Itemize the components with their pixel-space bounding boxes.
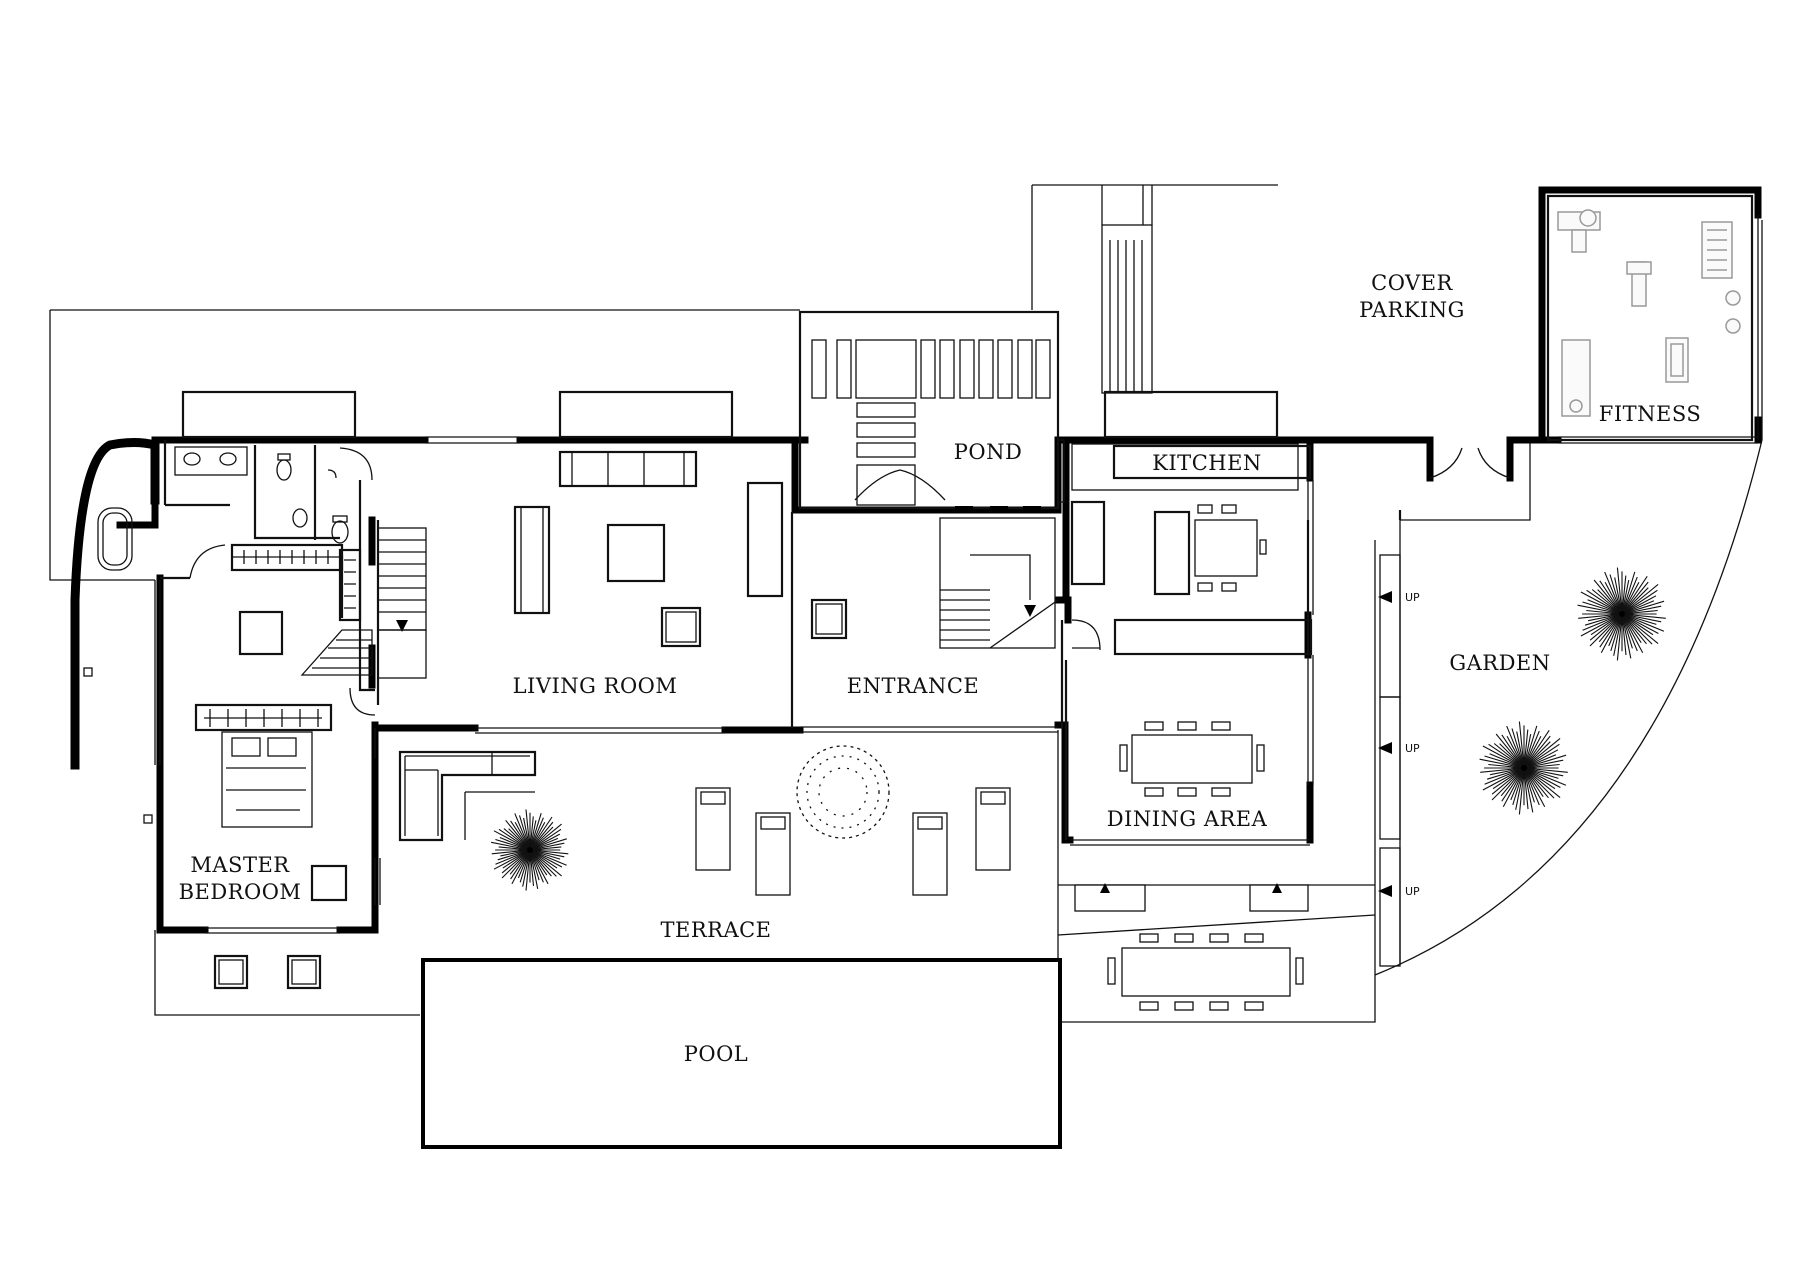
doors — [189, 447, 1511, 716]
palm-tree-icon — [1577, 567, 1666, 661]
label-fitness: FITNESS — [1599, 402, 1701, 426]
up-label: UP — [1405, 885, 1420, 898]
label-living-room: LIVING ROOM — [513, 674, 678, 698]
up-label: UP — [1405, 591, 1420, 604]
label-kitchen: KITCHEN — [1152, 451, 1262, 475]
label-pond: POND — [954, 440, 1023, 464]
roof-planters — [181, 390, 1279, 439]
windows — [154, 215, 1759, 934]
palm-tree-icon — [490, 809, 569, 891]
label-master-bedroom: MASTER — [190, 853, 290, 877]
label-pool: POOL — [684, 1042, 749, 1066]
label-terrace: TERRACE — [660, 918, 771, 942]
bedroom-terrace-stools — [213, 954, 322, 990]
fitness-equipment — [1546, 194, 1754, 442]
entrance-furniture — [810, 517, 1059, 649]
label-master-bedroom-2: BEDROOM — [179, 880, 302, 904]
master-bedroom-furniture — [194, 610, 348, 902]
stair-up-labels: UP UP UP — [1405, 591, 1420, 898]
terrace-furniture — [374, 728, 1059, 935]
wall-markers — [83, 667, 153, 824]
palm-trees — [490, 567, 1666, 891]
interior-stairs — [300, 527, 427, 679]
outdoor-dining — [1074, 883, 1309, 1011]
label-dining-area: DINING AREA — [1107, 807, 1268, 831]
closet — [230, 543, 344, 572]
living-room-furniture — [513, 450, 784, 648]
exterior-stairs — [1101, 185, 1153, 394]
pool — [421, 958, 1062, 1149]
label-cover-parking: COVER — [1371, 271, 1453, 295]
bathroom-fixtures — [97, 446, 349, 571]
kitchen-furniture — [1070, 443, 1313, 656]
pond — [798, 310, 1065, 512]
room-labels: COVER PARKING FITNESS POND KITCHEN GARDE… — [179, 271, 1701, 1066]
site-outline — [49, 184, 1763, 1023]
shrub — [796, 745, 890, 839]
up-label: UP — [1405, 742, 1420, 755]
garden-stairs — [1378, 554, 1401, 967]
palm-tree-icon — [1479, 721, 1568, 815]
label-entrance: ENTRANCE — [847, 674, 979, 698]
dining-furniture — [1119, 721, 1265, 797]
label-garden: GARDEN — [1449, 651, 1550, 675]
label-cover-parking-2: PARKING — [1359, 298, 1465, 322]
